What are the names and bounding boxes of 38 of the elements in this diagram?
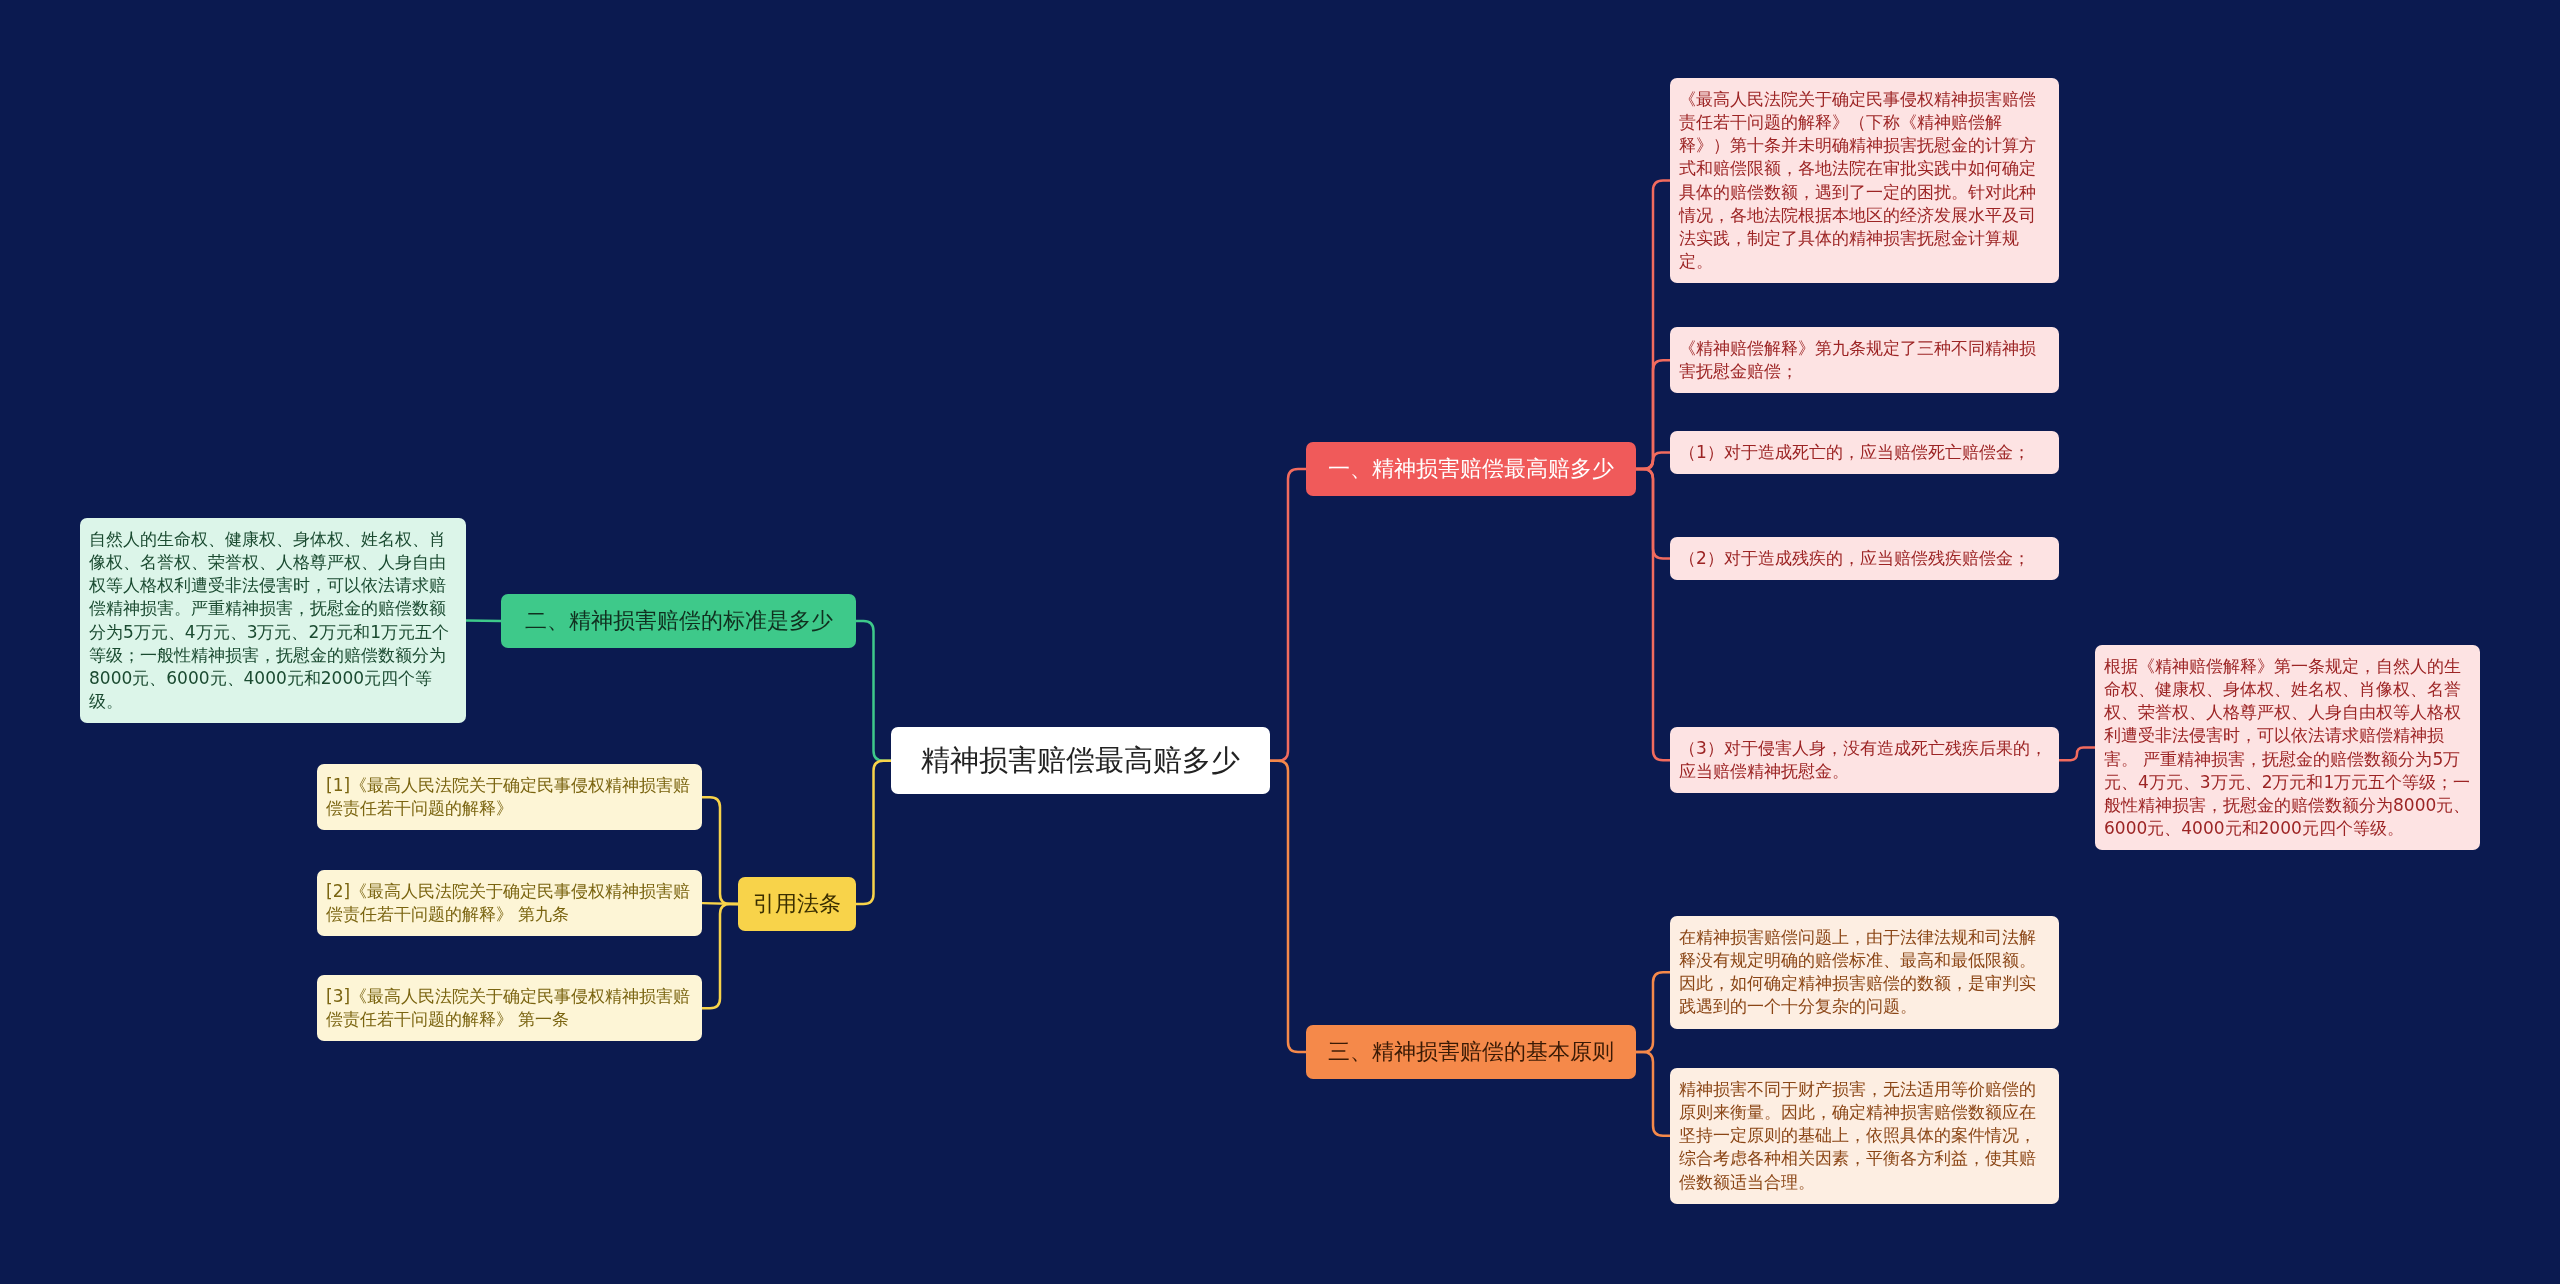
node-text: （3）对于侵害人身，没有造成死亡残疾后果的，应当赔偿精神抚慰金。: [1679, 737, 2048, 784]
node-text: 《最高人民法院关于确定民事侵权精神损害赔偿责任若干问题的解释》（下称《精神赔偿解释》）第十条并未明确精神损害抚慰金的计算方式和赔偿限额，各地法院在审批实践中如何确定具体的赔偿数额，遇到了一定的困扰。针对此种情况，各地法院根据本地区的经济发展水平及司法实践，制定了具体的精神损害抚慰金计算规定。: [1679, 88, 2037, 273]
node-text: 在精神损害赔偿问题上，由于法律法规和司法解释没有规定明确的赔偿标准、最高和最低限额。因此，如何确定精神损害赔偿的数额，是审判实践遇到的一个十分复杂的问题。: [1679, 926, 2037, 1019]
node-text: 引用法条: [752, 890, 842, 918]
detail-box: [1670, 916, 2059, 1029]
node-text: 自然人的生命权、健康权、身体权、姓名权、肖像权、名誉权、荣誉权、人格尊严权、人身自由权等人格权利遭受非法侵害时，可以依法请求赔偿精神损害。严重精神损害，抚慰金的赔偿数额分为5万元、4万元、3万元、2万元和1万元五个等级；一般性精神损害，抚慰金的赔偿数额分为8000元、6000元、4000元和2000元四个等级。: [89, 528, 451, 713]
node-text: 精神损害赔偿最高赔多少: [920, 742, 1241, 779]
detail-box: [1670, 537, 2059, 581]
node-text: （1）对于造成死亡的，应当赔偿死亡赔偿金；: [1679, 441, 2031, 464]
branch-topic-box: [738, 877, 856, 931]
central-topic-box: [891, 727, 1270, 795]
connector-line: [1270, 759, 1306, 1054]
node-text: 三、精神损害赔偿的基本原则: [1327, 1038, 1615, 1066]
connector-line: [1636, 467, 1670, 762]
node-text: [3]《最高人民法院关于确定民事侵权精神损害赔偿责任若干问题的解释》 第一条: [326, 985, 692, 1032]
node-text: 一、精神损害赔偿最高赔多少: [1327, 455, 1615, 483]
branch-topic-box: [1306, 1025, 1636, 1079]
node-text: 精神损害不同于财产损害，无法适用等价赔偿的原则来衡量。因此，确定精神损害赔偿数额应在坚持一定原则的基础上，依照具体的案件情况，综合考虑各种相关因素，平衡各方利益，使其赔偿数额适当合理。: [1679, 1078, 2037, 1194]
node-text: 根据《精神赔偿解释》第一条规定，自然人的生命权、健康权、身体权、姓名权、肖像权、名誉权、荣誉权、人格尊严权、人身自由权等人格权利遭受非法侵害时，可以依法请求赔偿精神损害。 严重精神损害，抚慰金的赔偿数额分为5万元、4万元、3万元、2万元和1万元五个等级；一般性精神损害，抚慰金的赔偿数额分为8000元、6000元、4000元和2000元四个等级。: [2104, 655, 2471, 840]
detail-box: [1670, 327, 2059, 394]
citation-box: [317, 870, 702, 937]
node-text: 二、精神损害赔偿的标准是多少: [523, 607, 834, 635]
connector-line: [2059, 746, 2095, 762]
detail-box: [1670, 431, 2059, 475]
node-text: [1]《最高人民法院关于确定民事侵权精神损害赔偿责任若干问题的解释》: [326, 774, 692, 821]
branch-topic-box: [1306, 442, 1636, 496]
branch-topic-box: [501, 594, 856, 648]
node-text: （2）对于造成残疾的，应当赔偿残疾赔偿金；: [1679, 547, 2031, 570]
detail-box: [80, 518, 466, 723]
citation-box: [317, 764, 702, 831]
node-text: 《精神赔偿解释》第九条规定了三种不同精神损害抚慰金赔偿；: [1679, 337, 2037, 384]
citation-box: [317, 975, 702, 1042]
node-text: [2]《最高人民法院关于确定民事侵权精神损害赔偿责任若干问题的解释》 第九条: [326, 880, 692, 927]
detail-box: [1670, 727, 2059, 794]
detail-box: [1670, 1068, 2059, 1204]
connector-line: [466, 619, 501, 623]
detail-box: [1670, 78, 2059, 283]
connector-line: [702, 902, 738, 1010]
